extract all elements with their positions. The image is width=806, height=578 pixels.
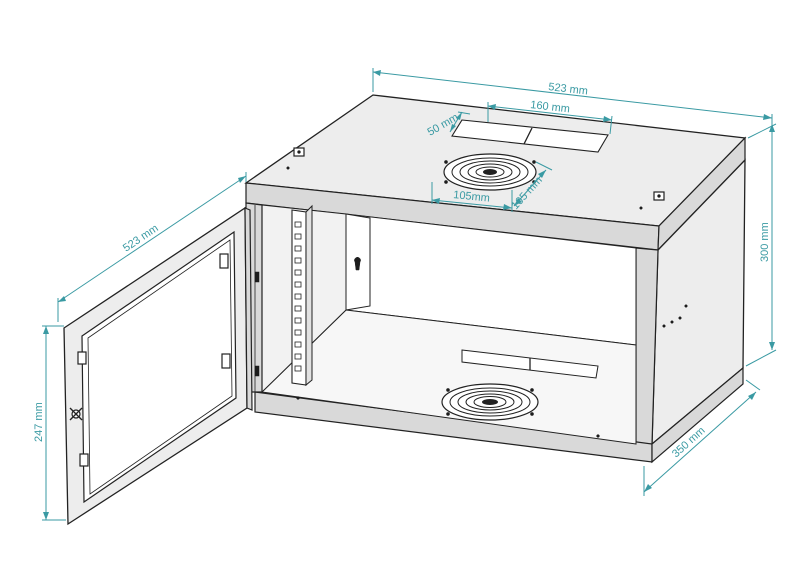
- dim-height: 300 mm: [745, 123, 777, 367]
- dim-door-height-label: 247 mm: [33, 402, 45, 442]
- floor-fan: [441, 383, 539, 421]
- door-lock-icon: [69, 407, 83, 421]
- door-glass: [81, 230, 237, 504]
- keyhole-icon: [354, 257, 361, 271]
- dim-vent-length-label: 160 mm: [530, 99, 571, 115]
- dim-fan-width-label: 105mm: [453, 189, 491, 205]
- dim-top-width-label: 523 mm: [548, 81, 589, 97]
- door-clip-top: [77, 351, 87, 365]
- dim-door-width-label: 523 mm: [121, 222, 161, 254]
- bottom-right-edge: [651, 366, 744, 464]
- dim-vent-length: 160 mm: [487, 99, 613, 135]
- top-vent: [451, 119, 609, 153]
- dim-top-width: 523 mm: [372, 68, 773, 136]
- top-fan: [443, 153, 537, 191]
- door-hinge-top: [219, 253, 229, 269]
- door-hinge-bottom: [221, 353, 231, 369]
- door-clip-bottom: [79, 453, 89, 467]
- dim-height-label: 300 mm: [759, 222, 771, 262]
- rail-holes: [294, 221, 302, 372]
- dim-fan-width: 105mm: [431, 182, 513, 212]
- dim-door-height: 247 mm: [33, 325, 66, 521]
- cabinet-body: [244, 94, 747, 464]
- door: [63, 206, 260, 526]
